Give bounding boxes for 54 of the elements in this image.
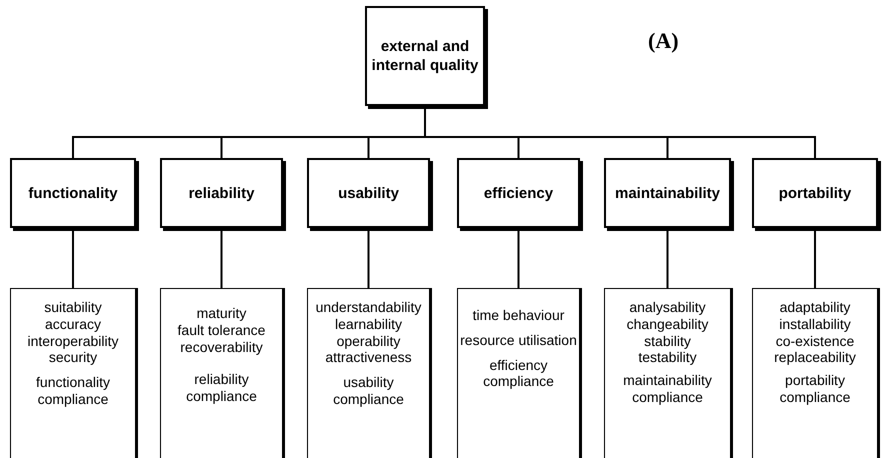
subcharacteristic-text: testability (638, 349, 697, 366)
node-label: portability (778, 184, 852, 202)
subcharacteristic-text: fault tolerance (178, 322, 266, 339)
subcharacteristic-text: portability compliance (778, 372, 852, 406)
subcharacteristic-text: installability (779, 316, 851, 333)
subcharacteristic-text: maturity (196, 305, 246, 322)
subcharacteristic-text: replaceability (774, 349, 856, 366)
subcharacteristic-text: adaptability (780, 299, 850, 316)
subcharacteristic-text: recoverability (180, 338, 263, 356)
node-label: reliability (188, 184, 254, 202)
node-label: maintainability (614, 184, 720, 202)
panel-label: (A) (648, 28, 679, 54)
subcharacteristic-text: stability (644, 332, 691, 350)
subcharacteristic-box (604, 288, 731, 458)
characteristic-box (752, 158, 878, 228)
connector-line (72, 230, 74, 288)
subcharacteristic-text: maintainability compliance (622, 372, 713, 406)
characteristic-box (160, 158, 283, 228)
connector-line (220, 230, 222, 288)
subcharacteristic-text: security (48, 349, 98, 366)
node-label: functionality (28, 184, 118, 202)
characteristic-box (604, 158, 731, 228)
subcharacteristic-text: co-existence (776, 332, 854, 350)
subcharacteristic-text: usability compliance (332, 374, 405, 408)
node-label: usability (338, 184, 399, 202)
root-quality-box (365, 6, 485, 106)
subcharacteristic-text: time behaviour (472, 307, 564, 324)
connector-line (518, 230, 520, 288)
characteristic-box (307, 158, 430, 228)
subcharacteristic-box (307, 288, 430, 458)
subcharacteristic-text: suitability (44, 299, 102, 316)
subcharacteristic-box (752, 288, 878, 458)
subcharacteristic-box (10, 288, 136, 458)
connector-line (814, 230, 816, 288)
subcharacteristic-box (457, 288, 580, 458)
subcharacteristic-text: analysability (629, 299, 706, 316)
subcharacteristic-text: attractiveness (325, 349, 412, 366)
subcharacteristic-text: understandability (316, 299, 422, 316)
connector-line (368, 230, 370, 288)
subcharacteristic-text: functionality compliance (35, 374, 111, 408)
subcharacteristic-text: interoperability (27, 332, 119, 350)
subcharacteristic-box (160, 288, 283, 458)
subcharacteristic-text: operability (336, 332, 400, 350)
subcharacteristic-text: resource utilisation (460, 332, 577, 349)
characteristic-box (457, 158, 580, 228)
subcharacteristic-text: changeability (626, 316, 708, 333)
characteristic-box (10, 158, 136, 228)
subcharacteristic-text: learnability (335, 316, 402, 333)
connector-line (666, 230, 668, 288)
node-label: external and internal quality (370, 36, 480, 76)
subcharacteristic-text: efficiency compliance (482, 356, 555, 390)
subcharacteristic-text: accuracy (44, 316, 102, 333)
subcharacteristic-text: reliability compliance (185, 371, 258, 405)
node-label: efficiency (484, 184, 554, 202)
